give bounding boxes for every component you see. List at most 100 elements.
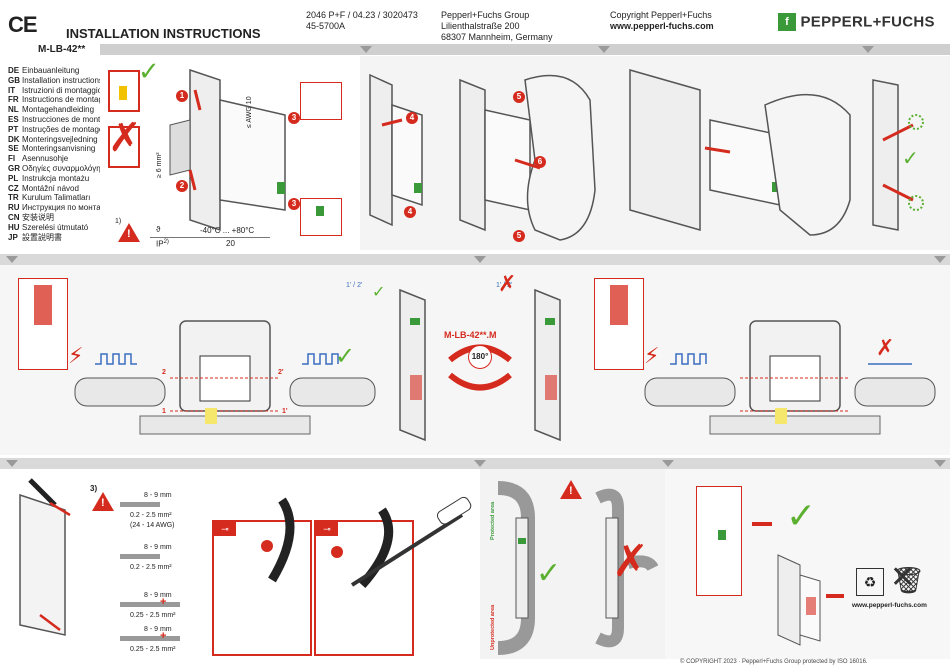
language-code: FI [8, 154, 16, 164]
language-title: Kurulum Talimatları [22, 193, 91, 203]
device-front [219, 99, 286, 211]
release-box: ⊸ [314, 520, 414, 656]
step-number: 4 [406, 112, 418, 124]
language-code: SE [8, 144, 19, 154]
note-marker: 3) [90, 484, 98, 493]
strip-length: 8 - 9 mm [144, 544, 172, 551]
cross-icon: ✗ [612, 536, 649, 587]
check-icon: ✓ [536, 556, 562, 591]
step-number: 5 [513, 91, 525, 103]
wiring-diagram-right [644, 320, 936, 435]
language-title: Montážní návod [22, 183, 79, 193]
red-arrow [188, 169, 197, 191]
language-code: DK [8, 134, 20, 144]
pulse-signal [95, 353, 137, 365]
hand-remove-drawing [459, 74, 596, 241]
step-number: 3 [288, 198, 300, 210]
language-code: FR [8, 95, 19, 105]
strip-length: 8 - 9 mm [144, 492, 172, 499]
language-code: NL [8, 105, 19, 115]
brand-logo: f PEPPERL+FUCHS [778, 13, 935, 31]
language-code: GR [8, 164, 20, 173]
language-title: Installation instructions [22, 75, 103, 85]
wire-spec: 0.25 - 2.5 mm² [130, 646, 176, 653]
step-number: 3 [288, 112, 300, 124]
plus-icon: + [160, 596, 167, 608]
module-latch-detail [872, 79, 924, 231]
wire-size-label: ≥ 6 mm² [156, 152, 163, 178]
terminal-label: 1 [162, 408, 166, 415]
language-title: Οδηγίες συναρμολόγησης [22, 164, 114, 173]
hand [524, 74, 596, 241]
doc-number: 2046 P+F / 04.23 / 3020473 [306, 10, 418, 20]
module-insert-drawing [629, 69, 851, 236]
page-title: INSTALLATION INSTRUCTIONS [66, 26, 261, 41]
divider-marker [360, 46, 372, 53]
language-code: HU [8, 222, 20, 232]
language-title: 設置説明書 [22, 232, 62, 242]
red-fuse-module [34, 285, 52, 325]
language-title: Instructions de montage [22, 95, 108, 105]
cross-icon: ✗ [108, 115, 142, 161]
warning-icon [118, 223, 140, 242]
language-code: RU [8, 203, 20, 213]
logo-text: PEPPERL+FUCHS [800, 13, 935, 31]
language-code: CN [8, 213, 20, 222]
signal-label-left: 1' / 2' [346, 282, 363, 289]
language-code: DE [8, 66, 20, 75]
temp-icon: ϑ [156, 225, 161, 234]
model-number: M-LB-42** [38, 44, 86, 55]
connect-icon: ⊸ [214, 522, 236, 536]
earth-highlight [205, 408, 217, 424]
step-number: 5 [513, 230, 525, 242]
company-city: 68307 Mannheim, Germany [441, 32, 553, 42]
cross-icon: ✗ [498, 272, 517, 297]
divider-marker [598, 46, 610, 53]
lightning-icon: ⚡ [68, 344, 84, 369]
divider-marker [6, 460, 18, 467]
ip-label: IP2) [156, 239, 169, 249]
detail-box-bottom [300, 198, 342, 236]
green-latch [277, 182, 285, 194]
ferrule-wire [120, 602, 180, 607]
green-latch-detail [718, 530, 726, 540]
rotate-arrow [448, 372, 512, 391]
language-code: ES [8, 115, 19, 124]
divider-marker [474, 460, 486, 467]
website-header: www.pepperl-fuchs.com [610, 21, 714, 31]
note-marker: 1) [115, 218, 122, 225]
language-list-bg [0, 56, 100, 246]
divider-marker [474, 256, 486, 263]
red-arrow [752, 522, 772, 526]
ferrule-wire [120, 636, 180, 641]
language-code: JP [8, 232, 18, 242]
terminal-label: 2' [278, 369, 284, 376]
strip-length: 8 - 9 mm [144, 626, 172, 633]
pulse-signal [302, 353, 339, 365]
ip-value: 20 [226, 239, 235, 248]
module-detail-box [696, 486, 742, 596]
detail-box-top [300, 82, 342, 120]
check-icon: ✓ [902, 146, 919, 170]
release-icon: ⊸ [316, 522, 338, 536]
divider-marker [662, 460, 674, 467]
ip-superscript: 2) [163, 239, 169, 245]
language-title: Szerelési útmutató [22, 222, 89, 232]
copyright-header: Copyright Pepperl+Fuchs [610, 10, 712, 20]
warning-icon [92, 492, 114, 511]
language-title: Инструкция по монтажу [22, 203, 111, 213]
language-title: Instrucciones de montaje [22, 115, 111, 124]
warning-icon [560, 480, 582, 499]
grounding-wrong-pictogram [108, 126, 140, 168]
lightning-icon: ⚡ [644, 344, 660, 369]
language-title: Einbauanleitung [22, 66, 80, 75]
